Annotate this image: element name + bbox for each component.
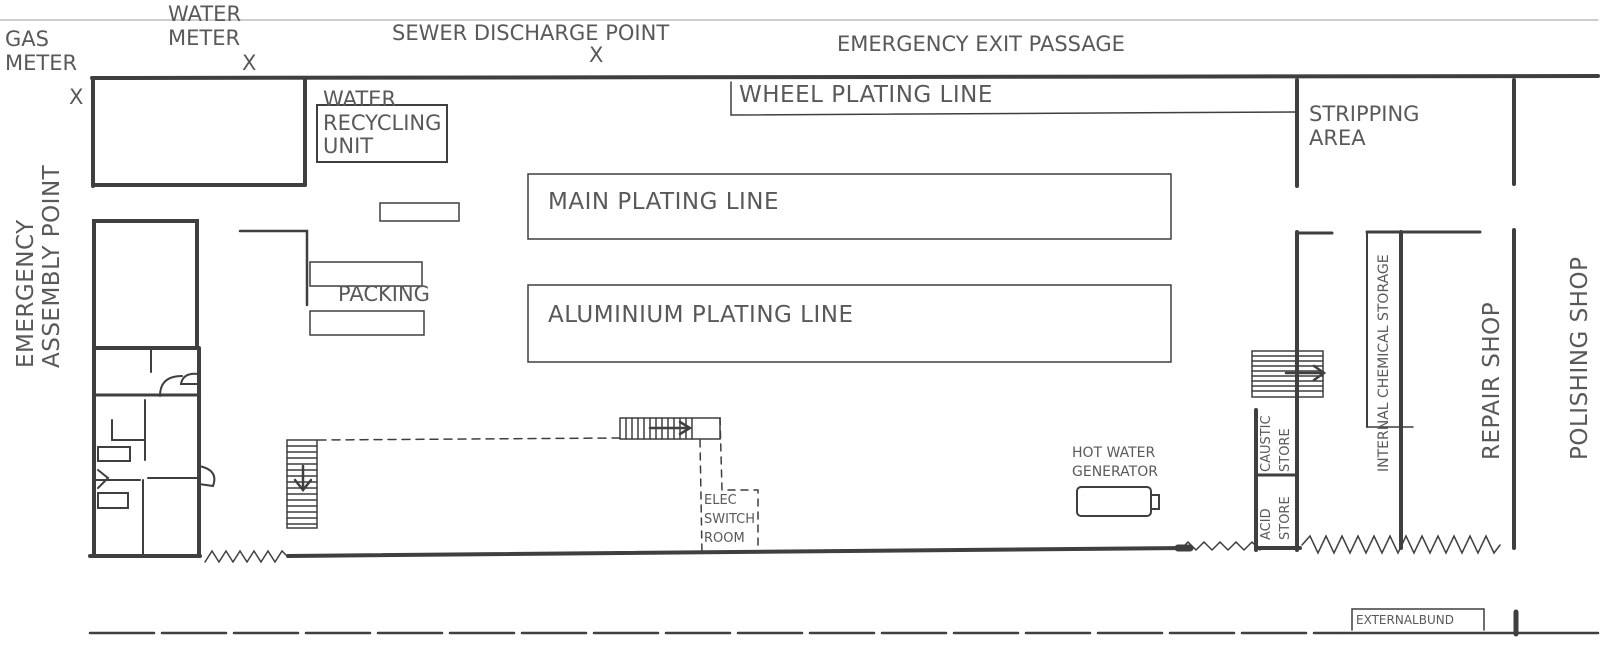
stairs-center-arrow bbox=[648, 420, 693, 436]
sewer-discharge-label: SEWER DISCHARGE POINT bbox=[392, 21, 670, 45]
dashed-route-2 bbox=[719, 417, 759, 549]
wheel-plating-line-outline bbox=[730, 81, 1297, 116]
small-tank bbox=[379, 202, 460, 222]
water-recycling-label: WATER RECYCLING UNIT bbox=[323, 87, 442, 159]
external-bund-label: EXTERNALBUND bbox=[1356, 613, 1454, 627]
stairs-right-arrow bbox=[1284, 364, 1327, 382]
hot-water-generator-cap bbox=[1150, 494, 1160, 510]
water-meter-mark: X bbox=[242, 51, 257, 75]
packing-wall bbox=[238, 229, 309, 307]
aluminium-plating-label: ALUMINIUM PLATING LINE bbox=[548, 302, 854, 328]
external-bund-outline bbox=[1351, 608, 1485, 631]
emergency-exit-label: EMERGENCY EXIT PASSAGE bbox=[837, 32, 1125, 56]
south-wall-main bbox=[286, 546, 1188, 558]
main-plating-label: MAIN PLATING LINE bbox=[548, 189, 780, 215]
wheel-plating-label: WHEEL PLATING LINE bbox=[739, 82, 993, 108]
office-door-swing-4 bbox=[198, 465, 216, 488]
office-block-upper bbox=[92, 219, 199, 350]
office-door-swing-3 bbox=[97, 469, 110, 489]
office-fixture-2 bbox=[97, 492, 129, 509]
gas-meter-mark: X bbox=[69, 85, 84, 109]
elec-switch-room-label: ELEC SWITCH ROOM bbox=[704, 493, 755, 546]
emergency-assembly-label: EMERGENCY ASSEMBLY POINT bbox=[13, 164, 65, 368]
office-door-swing-2 bbox=[159, 375, 183, 397]
packing-table-2 bbox=[309, 310, 425, 336]
hot-water-generator-tank bbox=[1076, 486, 1152, 517]
acid-store-label: ACID STORE bbox=[1259, 496, 1293, 540]
caustic-store-label: CAUSTIC STORE bbox=[1259, 415, 1293, 472]
stairs-left-arrow bbox=[293, 464, 313, 493]
aluminium-plating-line-outline bbox=[527, 284, 1172, 363]
stripping-area-label: STRIPPING AREA bbox=[1309, 102, 1420, 150]
internal-chemical-label: INTERNAL CHEMICAL STORAGE bbox=[1376, 254, 1392, 472]
office-fixture-1 bbox=[97, 446, 131, 462]
dashed-route bbox=[317, 437, 621, 441]
packing-label: PACKING bbox=[338, 282, 430, 306]
repair-shop-label: REPAIR SHOP bbox=[1479, 301, 1505, 460]
office-door-swing-1 bbox=[179, 372, 200, 385]
main-plating-line-outline bbox=[527, 173, 1172, 240]
sewer-discharge-mark: X bbox=[589, 43, 604, 67]
water-recycling-tank bbox=[316, 104, 448, 163]
north-wall bbox=[90, 74, 1600, 80]
packing-table-1 bbox=[309, 261, 423, 287]
dashed-route-down bbox=[699, 439, 703, 555]
water-meter-label: WATER METER bbox=[168, 2, 242, 50]
polishing-shop-label: POLISHING SHOP bbox=[1567, 256, 1593, 460]
hot-water-generator-label: HOT WATER GENERATOR bbox=[1072, 445, 1158, 480]
fence-zigzag-1 bbox=[204, 549, 288, 564]
stairs-right bbox=[1251, 350, 1324, 398]
gas-meter-label: GAS METER bbox=[5, 27, 78, 75]
